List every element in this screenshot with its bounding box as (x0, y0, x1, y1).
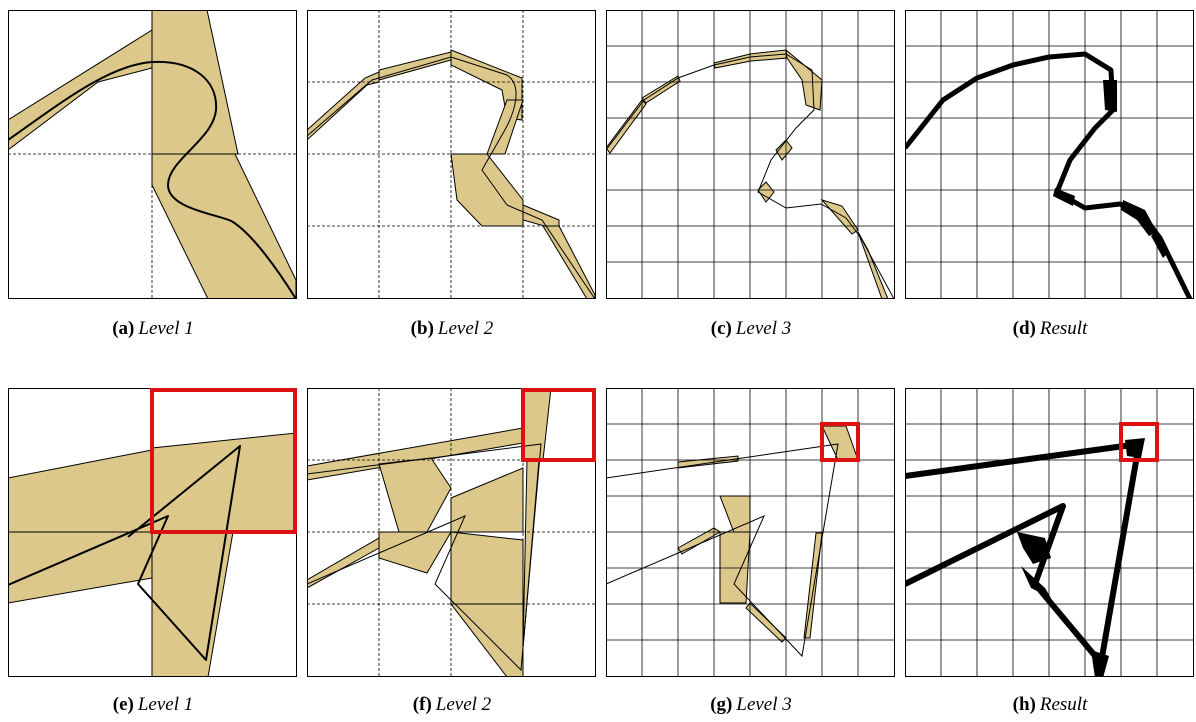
caption-text: Level 1 (137, 694, 194, 715)
caption-text: Level 2 (437, 318, 494, 339)
fill-band (450, 153, 524, 227)
caption-h: (h)Result (905, 694, 1195, 716)
caption-label: (a) (112, 318, 135, 339)
fill-band (775, 139, 793, 161)
grid-lines (307, 10, 596, 299)
fill-band (820, 199, 859, 235)
frame (905, 388, 1194, 677)
caption-c: (c)Level 3 (606, 318, 896, 340)
caption-text: Level 2 (435, 694, 492, 715)
fill-band (307, 537, 380, 589)
panel-b (307, 10, 596, 299)
caption-text: Level 3 (736, 694, 792, 715)
result-blob (1121, 200, 1157, 236)
panel-f (307, 388, 596, 677)
grid-lines (606, 10, 895, 299)
panel-d (905, 10, 1194, 299)
caption-label: (d) (1012, 318, 1036, 339)
caption-text: Level 1 (138, 318, 194, 339)
fill-band (803, 532, 823, 639)
result-blob (1103, 80, 1117, 112)
grid-lines (905, 10, 1194, 299)
fill-band (745, 602, 787, 643)
frame (8, 10, 297, 299)
caption-text: Result (1039, 318, 1088, 339)
fill-band (522, 388, 552, 461)
caption-label: (e) (112, 694, 134, 715)
caption-label: (h) (1012, 694, 1036, 715)
highlight-box (1119, 422, 1159, 462)
fill-band (8, 449, 153, 533)
fill-band (378, 457, 452, 533)
caption-label: (g) (710, 694, 733, 715)
highlight-box (150, 388, 297, 534)
result-blob (1017, 532, 1051, 564)
grid-lines (905, 388, 1194, 677)
panel-a (8, 10, 297, 299)
fill-band (151, 153, 297, 299)
fill-band (450, 531, 524, 605)
panel-h (905, 388, 1194, 677)
caption-d: (d)Result (905, 318, 1195, 340)
result-blob (1021, 566, 1051, 598)
result-blob (1125, 438, 1145, 458)
caption-f: (f)Level 2 (307, 694, 597, 716)
fill-band (821, 425, 859, 461)
fill-band (151, 10, 239, 155)
caption-label: (c) (710, 318, 732, 339)
highlight-box (521, 388, 596, 462)
result-blob (1053, 188, 1075, 206)
fill-band (449, 603, 524, 677)
polygon-outline (307, 443, 542, 672)
panel-g (606, 388, 895, 677)
caption-text: Result (1039, 694, 1088, 715)
result-blob (1151, 232, 1167, 258)
frame (606, 388, 895, 677)
grid-lines (8, 10, 297, 299)
result-blob (1091, 650, 1109, 677)
caption-a: (a)Level 1 (8, 318, 298, 340)
filled-cells (677, 425, 859, 643)
frame (307, 10, 596, 299)
filled-cells (307, 388, 552, 677)
caption-text: Level 3 (735, 318, 792, 339)
polygon-outline (606, 443, 839, 658)
curve (8, 60, 297, 299)
fill-band (857, 231, 889, 299)
frame (307, 388, 596, 677)
frame (905, 10, 1194, 299)
fill-band (757, 181, 775, 203)
fill-band (8, 531, 153, 604)
caption-label: (b) (410, 318, 434, 339)
fill-band (713, 49, 788, 69)
caption-e: (e)Level 1 (8, 694, 298, 716)
fill-band (606, 99, 647, 154)
fill-band (378, 51, 452, 81)
fill-band (785, 48, 823, 111)
caption-b: (b)Level 2 (307, 318, 597, 340)
highlight-box (820, 422, 860, 462)
curve (307, 56, 596, 299)
fill-band (486, 99, 524, 155)
panel-e (8, 388, 297, 677)
caption-g: (g)Level 3 (606, 694, 896, 716)
curve (606, 53, 895, 299)
result-stroke (905, 441, 1142, 666)
frame (606, 10, 895, 299)
panel-c (606, 10, 895, 299)
fill-band (151, 432, 297, 533)
caption-label: (f) (412, 694, 432, 715)
fill-band (378, 531, 452, 574)
grid-lines (606, 388, 895, 677)
polygon-outline (8, 445, 241, 661)
fill-band (151, 531, 234, 677)
fill-band (719, 531, 751, 604)
